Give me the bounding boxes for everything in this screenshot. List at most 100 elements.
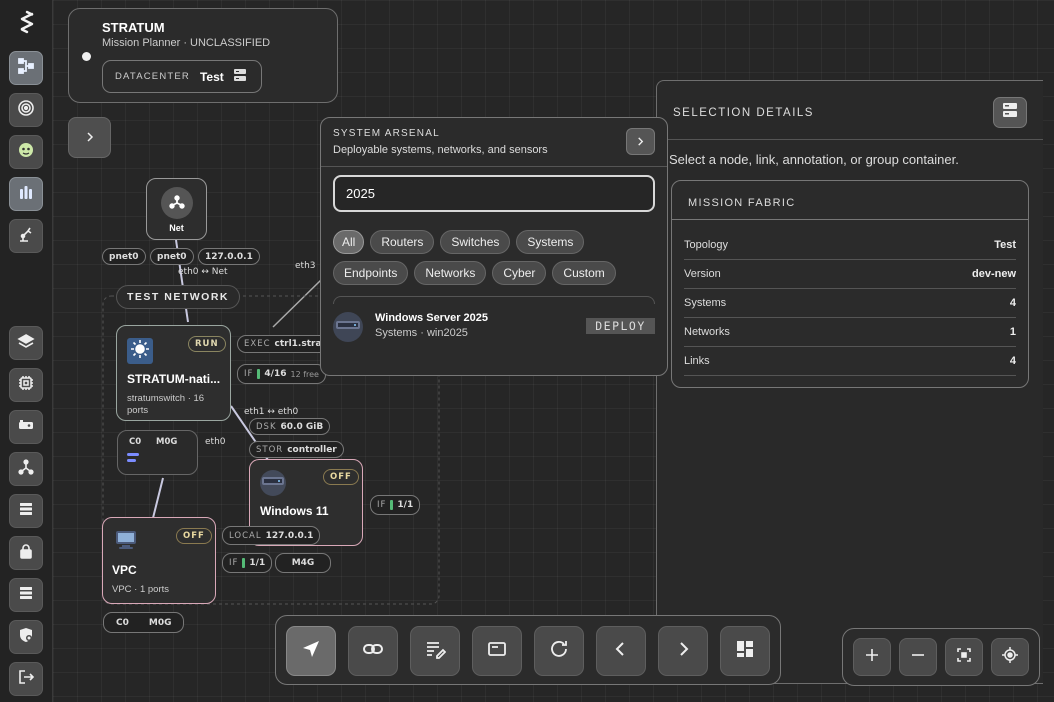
filter-chip-networks[interactable]: Networks	[414, 261, 487, 285]
annotate-tool-button[interactable]	[410, 626, 460, 676]
dsk-value: 60.0 GiB	[280, 421, 324, 432]
vpc-node[interactable]: OFF VPC VPC · 1 ports	[102, 517, 216, 604]
filter-chip-custom[interactable]: Custom	[552, 261, 616, 285]
net-port-pill-1: pnet0	[102, 248, 146, 265]
result-name: Windows Server 2025	[375, 312, 489, 324]
link-tool-button[interactable]	[348, 626, 398, 676]
filter-chip-all[interactable]: All	[333, 230, 365, 254]
mem-pill-windows: M4G	[275, 553, 331, 573]
dsk-key: DSK	[256, 421, 277, 432]
details-hint: Select a node, link, annotation, or grou…	[669, 152, 959, 167]
mem-value: M4G	[291, 558, 315, 568]
result-thumb	[333, 312, 363, 342]
center-icon	[1002, 646, 1018, 668]
app-title: STRATUM	[102, 20, 165, 35]
container-tool-button[interactable]	[472, 626, 522, 676]
computer-icon	[114, 529, 138, 556]
windows-link-label: eth1 ↔ eth0	[244, 407, 299, 417]
expand-panel-button[interactable]	[68, 117, 111, 158]
chevron-right-icon	[85, 129, 95, 147]
annotate-tool-icon	[424, 638, 447, 665]
list-button[interactable]	[9, 494, 43, 528]
filter-chip-systems[interactable]: Systems	[516, 230, 585, 254]
container-tool-icon	[486, 638, 508, 665]
ai-icon	[17, 141, 35, 164]
fit-view-button[interactable]	[945, 638, 983, 676]
net-node-icon-wrap	[161, 187, 193, 219]
fabric-divider	[672, 219, 1028, 220]
layout-button[interactable]	[720, 626, 770, 676]
datacenter-label: DATACENTER	[115, 71, 190, 82]
server-rack-icon	[262, 474, 284, 493]
network-button[interactable]	[9, 452, 43, 486]
device-button[interactable]	[9, 410, 43, 444]
shield-icon	[17, 626, 35, 649]
chip-button[interactable]	[9, 368, 43, 402]
prev-button[interactable]	[596, 626, 646, 676]
row-key: Version	[684, 268, 721, 280]
zoom-in-button[interactable]	[853, 638, 891, 676]
logout-icon	[17, 668, 35, 691]
if-key: IF	[244, 369, 254, 379]
filter-chip-cyber[interactable]: Cyber	[492, 261, 547, 285]
logout-button[interactable]	[9, 662, 43, 696]
app-header-card: STRATUM Mission Planner · UNCLASSIFIED D…	[68, 8, 338, 103]
local-value: 127.0.0.1	[265, 530, 314, 541]
layout-icon	[734, 638, 756, 665]
lock-button[interactable]	[9, 536, 43, 570]
zoom-out-button[interactable]	[899, 638, 937, 676]
vpc-icon-wrap	[113, 529, 139, 555]
center-view-button[interactable]	[991, 638, 1029, 676]
switch-node[interactable]: RUN STRATUM-nati... stratumswitch · 16 p…	[116, 325, 231, 421]
topology-canvas[interactable]: STRATUM Mission Planner · UNCLASSIFIED D…	[53, 0, 1054, 702]
next-icon	[672, 638, 694, 665]
if-bar	[242, 558, 246, 568]
network-hub-icon	[168, 192, 186, 215]
datacenter-value: Test	[199, 69, 224, 84]
details-toggle-button[interactable]	[993, 97, 1027, 128]
filter-chip-routers[interactable]: Routers	[370, 230, 435, 254]
datacenter-selector[interactable]: DATACENTER Test	[102, 60, 262, 93]
port-label: pnet0	[109, 251, 139, 262]
robot-arm-button[interactable]	[9, 219, 43, 253]
layers-button[interactable]	[9, 326, 43, 360]
filter-chip-endpoints[interactable]: Endpoints	[333, 261, 409, 285]
chevron-right-icon	[636, 133, 645, 151]
status-badge: RUN	[188, 336, 226, 352]
next-button[interactable]	[658, 626, 708, 676]
row-value: 1	[1009, 326, 1016, 338]
result-item[interactable]: Windows Server 2025 Systems · win2025 DE…	[333, 310, 655, 344]
ai-button[interactable]	[9, 135, 43, 169]
list-button-2[interactable]	[9, 578, 43, 612]
stor-value: controller	[287, 444, 337, 455]
shield-button[interactable]	[9, 620, 43, 654]
net-node[interactable]: Net	[146, 178, 207, 240]
target-button[interactable]	[9, 93, 43, 127]
switch-resource-box: C0 M0G	[117, 430, 198, 475]
topology-button[interactable]	[9, 51, 43, 85]
port-label: pnet0	[157, 251, 187, 262]
stratum-logo-icon	[15, 10, 39, 34]
deploy-button[interactable]: DEPLOY	[586, 318, 655, 334]
windows-icon-wrap	[260, 470, 286, 496]
list-icon	[17, 500, 35, 523]
select-tool-button[interactable]	[286, 626, 336, 676]
sun-icon	[130, 339, 150, 364]
left-rail	[0, 0, 53, 702]
bottles-button[interactable]	[9, 177, 43, 211]
device-icon	[17, 416, 35, 439]
server-rack-icon	[336, 318, 360, 337]
group-label[interactable]: TEST NETWORK	[116, 285, 240, 309]
filter-chip-switches[interactable]: Switches	[440, 230, 511, 254]
arsenal-search-input[interactable]	[333, 175, 655, 212]
refresh-button[interactable]	[534, 626, 584, 676]
arsenal-collapse-button[interactable]	[626, 128, 655, 155]
lock-icon	[17, 542, 35, 565]
